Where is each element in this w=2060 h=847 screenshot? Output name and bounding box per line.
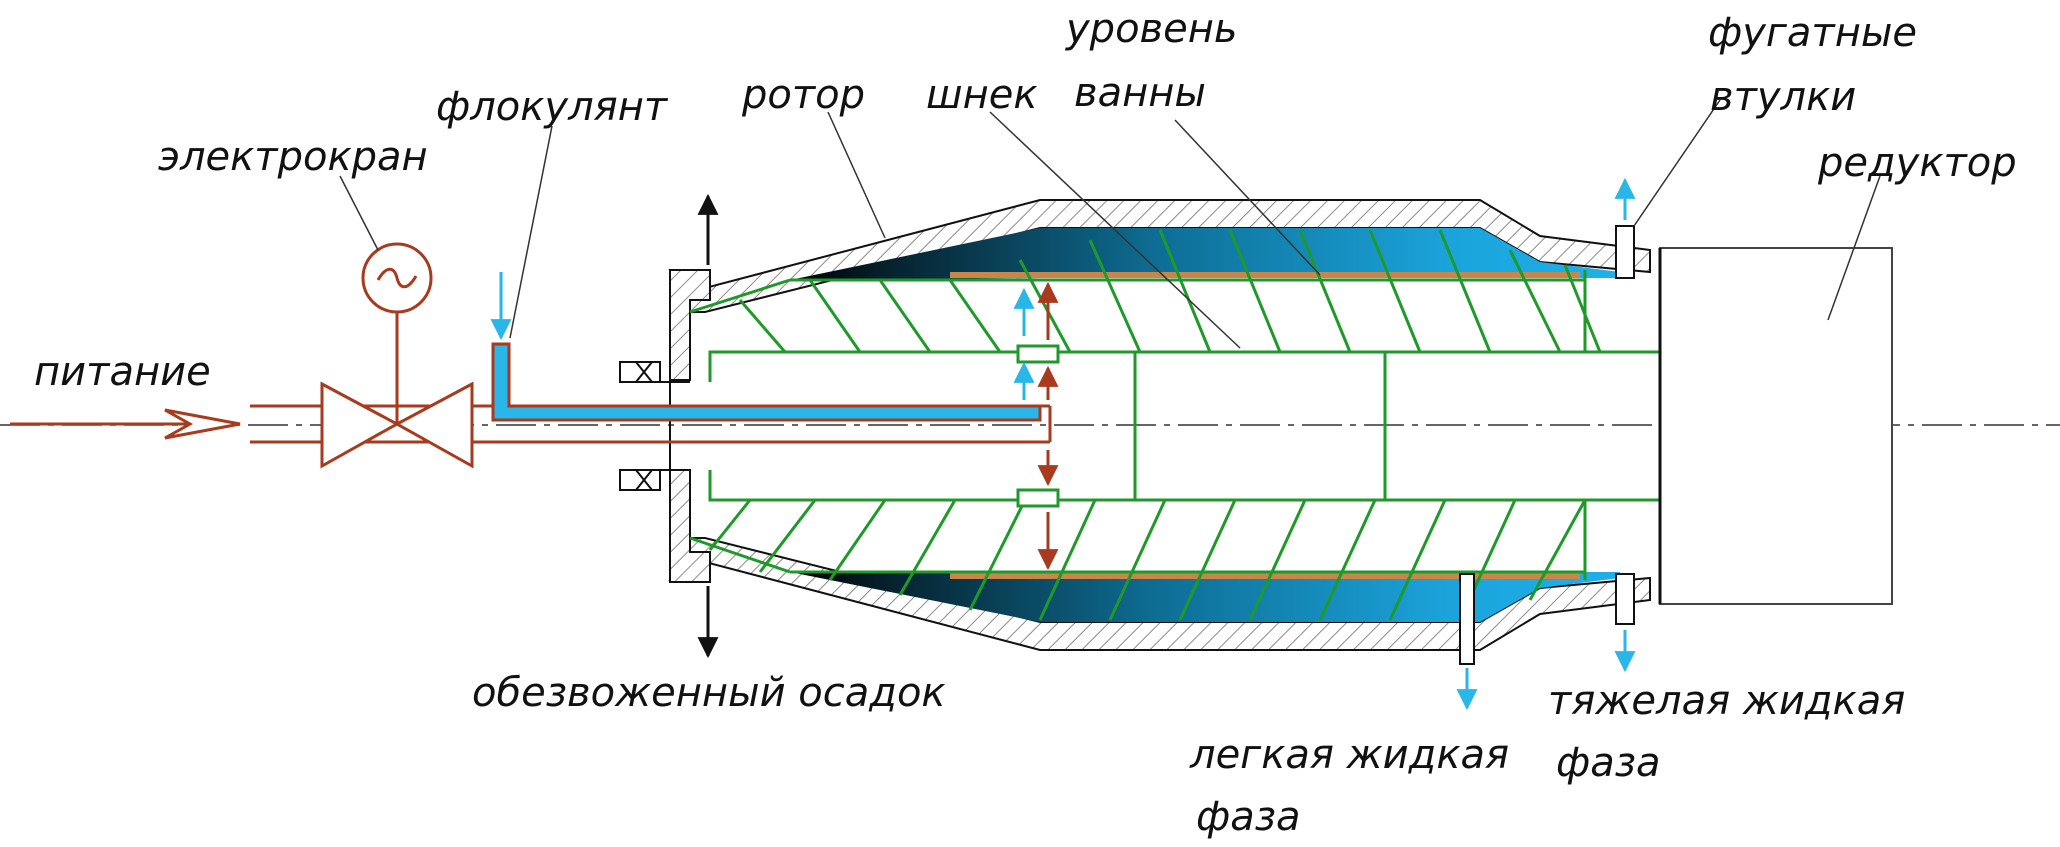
label-bush-1: фугатные bbox=[1708, 10, 1917, 56]
liquid-pool-top bbox=[790, 228, 1620, 280]
label-level-2: ванны bbox=[1074, 70, 1206, 116]
bearing-top bbox=[619, 361, 690, 383]
label-heavy-2: фаза bbox=[1556, 740, 1661, 786]
screw-conveyor bbox=[689, 270, 1660, 580]
feed-port-bottom bbox=[1016, 488, 1060, 508]
centrate-bush-top bbox=[1615, 225, 1635, 279]
label-feed: питание bbox=[34, 349, 211, 395]
label-heavy-1: тяжелая жидкая bbox=[1548, 678, 1905, 724]
label-sludge: обезвоженный осадок bbox=[472, 670, 946, 716]
leader-lines bbox=[339, 99, 1881, 349]
label-light-1: легкая жидкая bbox=[1189, 732, 1509, 778]
centrate-bush-bottom bbox=[1615, 573, 1635, 625]
bearing-bottom bbox=[619, 469, 690, 491]
screw-flights-bottom bbox=[708, 499, 1587, 621]
label-level-1: уровень bbox=[1065, 6, 1237, 52]
flocculant-pipe bbox=[491, 342, 1042, 422]
label-gearbox: редуктор bbox=[1817, 140, 2017, 186]
label-screw: шнек bbox=[926, 72, 1038, 118]
feed-arrowhead bbox=[164, 408, 241, 440]
valve-tilde-icon bbox=[376, 267, 418, 289]
feed-port-top bbox=[1016, 344, 1060, 364]
liquid-pool-bottom bbox=[790, 572, 1620, 622]
label-valve: электрокран bbox=[158, 134, 428, 180]
label-flocculant: флокулянт bbox=[436, 84, 669, 130]
label-rotor: ротор bbox=[741, 72, 865, 118]
screw-flights-top bbox=[738, 229, 1602, 353]
light-phase-outlet bbox=[1459, 573, 1475, 665]
label-light-2: фаза bbox=[1196, 794, 1301, 840]
gearbox bbox=[1659, 247, 1893, 605]
label-bush-2: втулки bbox=[1710, 74, 1856, 120]
